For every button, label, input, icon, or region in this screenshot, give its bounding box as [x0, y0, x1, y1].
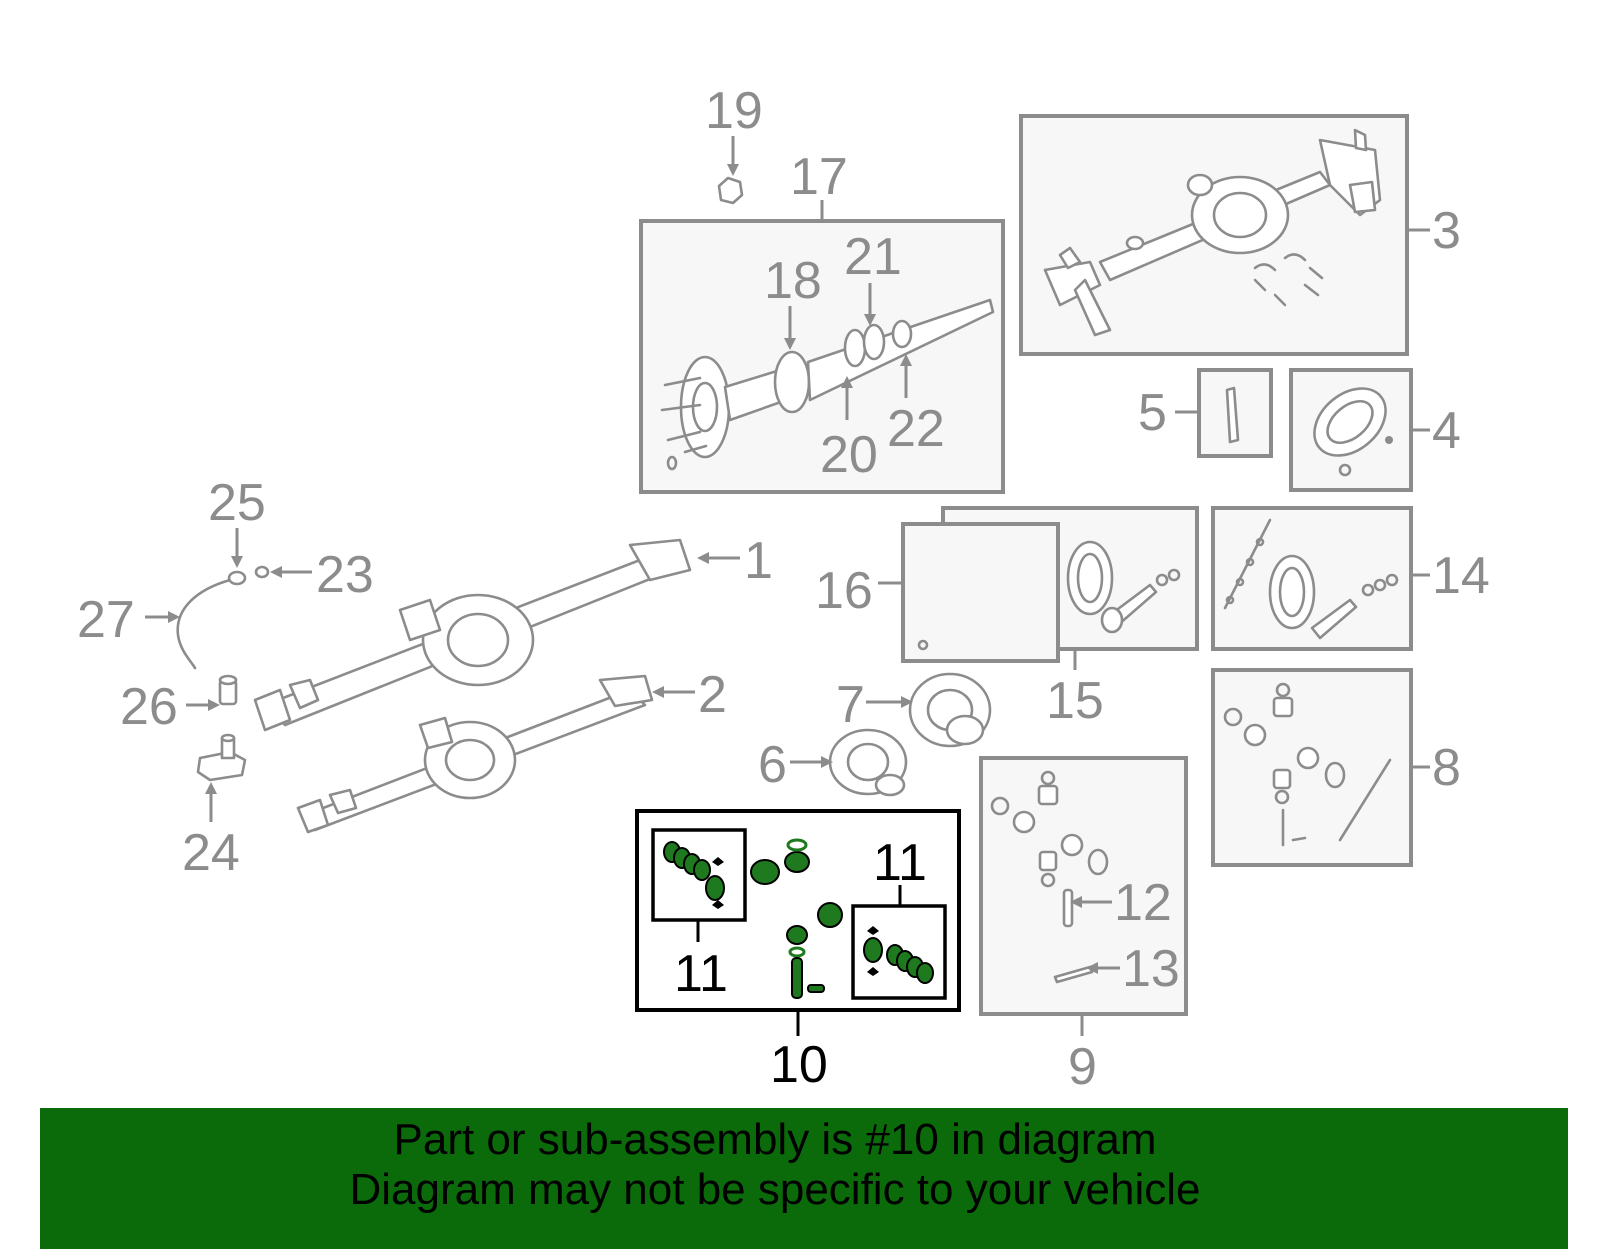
- part-7-differential-case[interactable]: [866, 672, 992, 748]
- callout-9[interactable]: 9: [1068, 1038, 1097, 1096]
- part-2-axle-assembly[interactable]: [296, 674, 695, 834]
- part-26-vent-fitting[interactable]: [186, 674, 238, 711]
- part-axle-shaft-drawing: [660, 298, 995, 471]
- part-23-clip[interactable]: [254, 565, 312, 579]
- part-axle-housing-drawing: [1043, 128, 1382, 337]
- callout-11-left[interactable]: 11: [674, 945, 728, 1003]
- part-10-green-components: [663, 838, 934, 999]
- callout-27[interactable]: 27: [77, 591, 135, 649]
- part-5-tube: [1225, 386, 1240, 444]
- callout-20[interactable]: 20: [820, 426, 878, 484]
- callout-23[interactable]: 23: [316, 546, 374, 604]
- callout-10[interactable]: 10: [770, 1036, 828, 1094]
- callout-15[interactable]: 15: [1046, 672, 1104, 730]
- part-9-drawing: [990, 770, 1109, 984]
- box-16-gasket[interactable]: [901, 522, 1060, 663]
- part-8-drawing: [1223, 682, 1392, 847]
- part-4-cover-drawing: [1313, 387, 1393, 477]
- banner-line-2: Diagram may not be specific to your vehi…: [349, 1165, 1201, 1214]
- callout-14[interactable]: 14: [1432, 547, 1490, 605]
- callout-8[interactable]: 8: [1432, 739, 1461, 797]
- callout-2[interactable]: 2: [698, 666, 727, 724]
- callout-24[interactable]: 24: [182, 824, 240, 882]
- part-27-vent-hose[interactable]: [145, 578, 232, 670]
- callout-21[interactable]: 21: [844, 228, 902, 286]
- part-15-ring-gear-drawing: [917, 540, 1181, 651]
- info-banner: Part or sub-assembly is #10 in diagram D…: [40, 1108, 1568, 1249]
- callout-19[interactable]: 19: [705, 82, 763, 140]
- part-19-nut[interactable]: [717, 136, 744, 205]
- banner-line-1: Part or sub-assembly is #10 in diagram: [393, 1115, 1157, 1164]
- part-14-drawing: [1223, 518, 1399, 640]
- callout-5[interactable]: 5: [1138, 384, 1167, 442]
- callout-25[interactable]: 25: [208, 474, 266, 532]
- callout-12[interactable]: 12: [1114, 874, 1172, 932]
- part-1-axle-assembly[interactable]: [253, 538, 740, 732]
- callout-26[interactable]: 26: [120, 678, 178, 736]
- callout-7[interactable]: 7: [836, 676, 865, 734]
- callout-11-right[interactable]: 11: [873, 834, 927, 892]
- part-25-clamp[interactable]: [227, 528, 247, 586]
- callout-3[interactable]: 3: [1432, 202, 1461, 260]
- callout-18[interactable]: 18: [764, 252, 822, 310]
- callout-13[interactable]: 13: [1122, 940, 1180, 998]
- callout-17[interactable]: 17: [790, 148, 848, 206]
- callout-22[interactable]: 22: [887, 400, 945, 458]
- part-6-differential-case[interactable]: [790, 728, 908, 797]
- callout-arrows-17-group: [784, 283, 912, 420]
- part-24-connector[interactable]: [196, 733, 247, 822]
- callout-1[interactable]: 1: [744, 532, 773, 590]
- callout-4[interactable]: 4: [1432, 402, 1461, 460]
- callout-6[interactable]: 6: [758, 736, 787, 794]
- callout-16[interactable]: 16: [815, 562, 873, 620]
